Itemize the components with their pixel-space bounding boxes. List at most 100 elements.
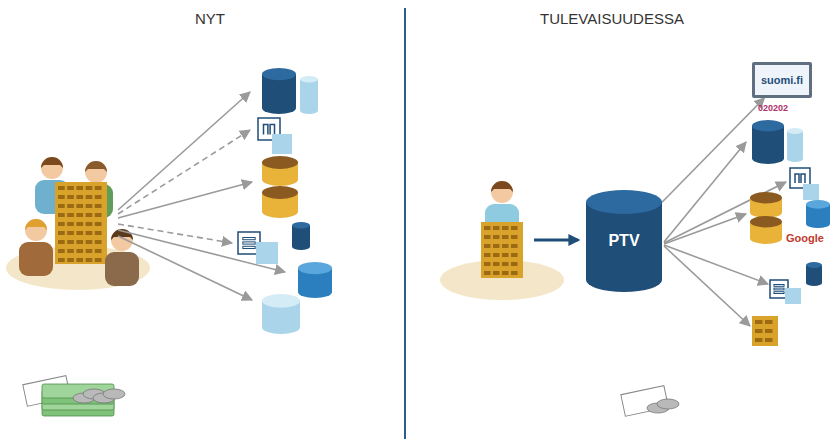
building-window [67,258,74,262]
database-cylinder [806,219,830,228]
building-window [755,329,763,333]
database-cylinder [752,152,784,164]
system-icon [774,292,784,294]
building-window [58,204,65,208]
database-cylinder [300,79,318,111]
ptv-database: PTV [586,190,662,292]
cylinder-outline [586,190,662,214]
phone-number: 020202 [758,103,788,113]
building-window [76,204,83,208]
database-cylinder [292,222,310,228]
arrow [664,246,750,326]
arrow [118,92,250,210]
building-window [67,213,74,217]
system-icon [774,285,784,287]
section-heading: TULEVAISUUDESSA [540,10,684,27]
person-hair [85,161,107,172]
building-window [765,329,773,333]
building-window [58,195,65,199]
building-window [755,338,763,342]
building-window [95,195,102,199]
database-cylinder [262,294,300,308]
building-window [502,235,509,239]
building-window [511,244,518,248]
building-window [76,240,83,244]
building-window [95,204,102,208]
arrow [664,214,746,244]
building-window [58,186,65,190]
building-window [58,231,65,235]
building-window [484,244,491,248]
building-window [484,262,491,266]
building-window [58,240,65,244]
person [25,219,47,241]
building-window [58,249,65,253]
building-window [502,244,509,248]
arrow [118,230,285,272]
building-window [67,186,74,190]
building-window [755,320,763,324]
building-window [493,235,500,239]
database-cylinder [298,262,332,274]
building-window [86,240,93,244]
building-window [511,253,518,257]
person [41,157,63,179]
building-window [95,186,102,190]
arrow [118,182,252,218]
building-window [76,213,83,217]
building-window [484,235,491,239]
building-window [502,271,509,275]
person [19,242,53,276]
node-text: PTV [608,232,639,250]
database-cylinder [806,262,822,268]
building-window [76,222,83,226]
building-window [67,222,74,226]
database-cylinder [300,76,318,82]
building-window [67,231,74,235]
building-window [95,240,102,244]
system-icon [243,242,255,244]
database-cylinder [787,131,803,159]
building-window [511,262,518,266]
building [481,222,523,278]
building-window [86,249,93,253]
database-cylinder [298,286,332,298]
building-window [67,204,74,208]
coin [103,389,125,399]
building-window [95,213,102,217]
system-icon [243,246,255,248]
building-window [95,249,102,253]
database-cylinder [300,108,318,114]
building-window [76,249,83,253]
divider [404,8,406,439]
building-window [502,262,509,266]
building-window [86,213,93,217]
building-window [765,320,773,324]
person-hair [41,157,63,168]
person-hair [25,219,47,230]
building-window [76,231,83,235]
database-cylinder [262,102,296,114]
building-window [86,258,93,262]
building-window [511,235,518,239]
database-cylinder [752,120,784,132]
building-window [493,271,500,275]
database-cylinder [262,205,298,218]
building [55,182,107,264]
building-window [58,213,65,217]
person [85,161,107,183]
person [491,181,513,203]
database-cylinder [750,216,782,228]
building-window [502,253,509,257]
building-window [95,222,102,226]
building-window [76,186,83,190]
arrow [118,236,252,300]
building-window [76,195,83,199]
building-window [76,258,83,262]
building-window [86,195,93,199]
building-window [86,222,93,226]
building-window [511,271,518,275]
building-window [95,258,102,262]
